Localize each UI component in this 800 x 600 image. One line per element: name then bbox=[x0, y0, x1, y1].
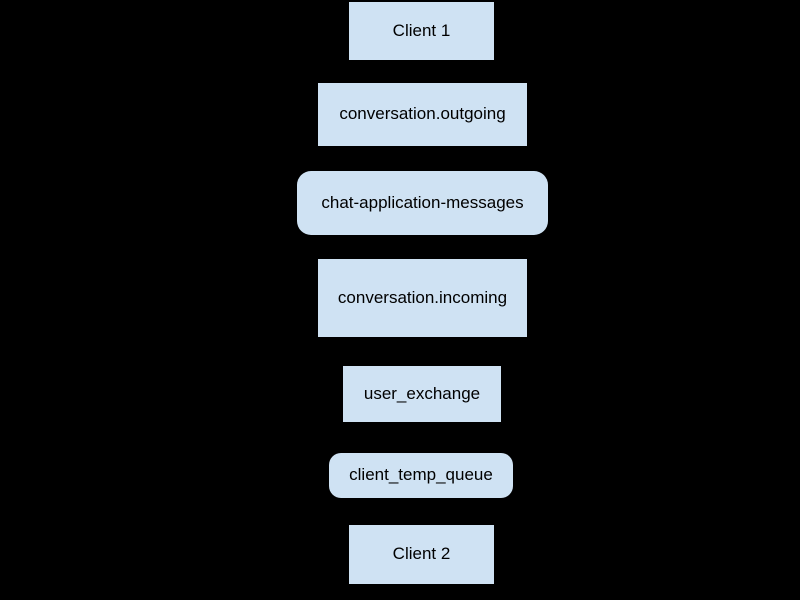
node-conversation-incoming: conversation.incoming bbox=[318, 259, 527, 337]
node-user-exchange: user_exchange bbox=[343, 366, 501, 422]
node-conversation-outgoing: conversation.outgoing bbox=[318, 83, 527, 146]
node-client-2: Client 2 bbox=[349, 525, 494, 584]
node-chat-application-messages: chat-application-messages bbox=[297, 171, 548, 235]
node-client-1: Client 1 bbox=[349, 2, 494, 60]
node-client-temp-queue: client_temp_queue bbox=[329, 453, 513, 498]
